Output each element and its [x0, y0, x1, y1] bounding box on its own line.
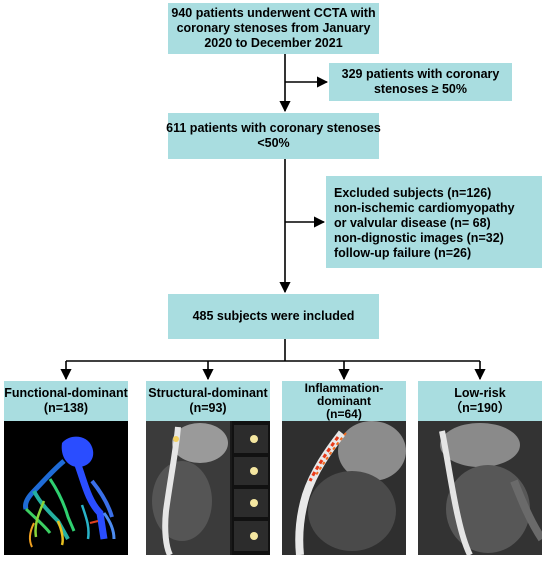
included-text: 485 subjects were included	[192, 309, 355, 323]
phenotype-count: (n=93)	[189, 401, 227, 415]
inflammation-dominant-header: Inflammation- dominant (n=64)	[282, 381, 406, 421]
low-risk-ct-image	[418, 421, 542, 555]
start-line: coronary stenoses from January	[176, 21, 371, 35]
phenotype-title: Low-risk	[454, 386, 506, 400]
excluded-second-line: or valvular disease (n= 68)	[334, 216, 491, 230]
phenotype-count: (n=138)	[43, 401, 89, 415]
start-box: 940 patients underwent CCTA with coronar…	[168, 3, 379, 54]
excluded-first-line: stenoses ≥ 50%	[373, 82, 468, 96]
phenotype-title: Inflammation-	[304, 380, 384, 395]
excluded-second-line: non-dignostic images (n=32)	[334, 231, 504, 245]
start-line: 2020 to December 2021	[204, 36, 343, 50]
inflammation-ct-image	[282, 421, 406, 555]
included-box: 485 subjects were included	[168, 294, 379, 339]
start-line: 940 patients underwent CCTA with	[171, 6, 376, 20]
phenotype-count: (n=64)	[326, 406, 362, 421]
excluded-second-line: non-ischemic cardiomyopathy	[334, 201, 515, 215]
structural-dominant-header: Structural-dominant (n=93)	[146, 381, 270, 421]
phenotype-count: （n=190）	[449, 401, 511, 415]
phenotype-title: Functional-dominant	[4, 386, 128, 400]
remaining-line: 611 patients with coronary stenoses	[166, 121, 381, 135]
excluded-first-box: 329 patients with coronary stenoses ≥ 50…	[329, 63, 512, 101]
structural-ct-image	[146, 421, 270, 555]
excluded-first-line: 329 patients with coronary	[341, 67, 500, 81]
phenotype-title: Structural-dominant	[148, 386, 268, 400]
coronary-tree-render-image	[4, 421, 128, 555]
low-risk-header: Low-risk （n=190）	[418, 381, 542, 421]
excluded-second-line: follow-up failure (n=26)	[334, 246, 472, 260]
excluded-second-box: Excluded subjects (n=126) non-ischemic c…	[326, 176, 542, 268]
remaining-line: <50%	[257, 136, 290, 150]
phenotype-title: dominant	[316, 393, 371, 408]
excluded-second-line: Excluded subjects (n=126)	[334, 186, 492, 200]
remaining-box: 611 patients with coronary stenoses <50%	[166, 113, 381, 159]
functional-dominant-header: Functional-dominant (n=138)	[4, 381, 128, 421]
